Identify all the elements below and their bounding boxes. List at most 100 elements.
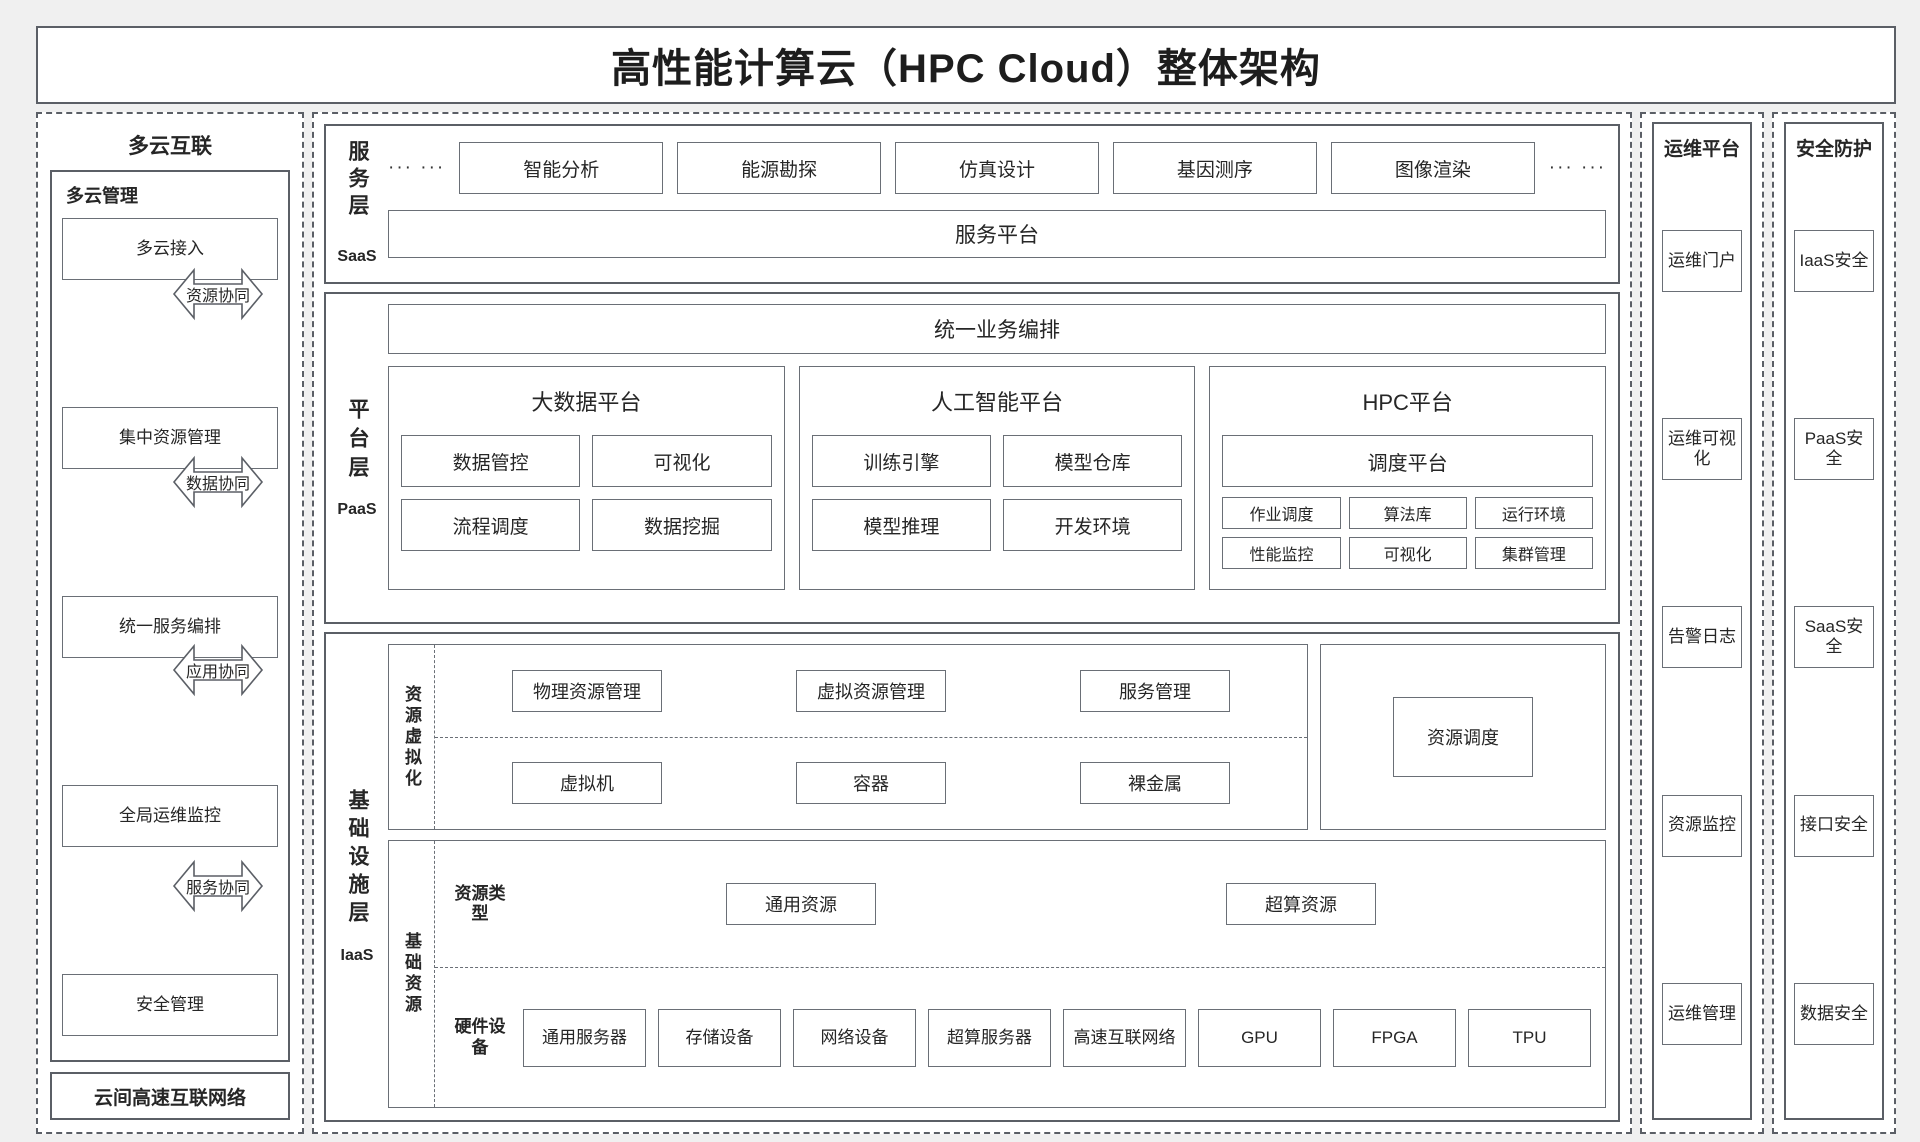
iaas-layer-name: 基础设施层 (346, 789, 369, 929)
arrow-service-collaboration-label: 服务协同 (185, 880, 250, 897)
resource-type-supercomputing[interactable]: 超算资源 (1226, 883, 1376, 926)
saas-layer-label: 服务层 SaaS (326, 126, 388, 282)
saas-app-gene-sequencing[interactable]: 基因测序 (1112, 142, 1317, 194)
bigdata-platform-name: 大数据平台 (531, 390, 642, 415)
saas-abbr: SaaS (337, 248, 377, 265)
core-stack-panel: 服务层 SaaS ··· ··· 智能分析 能源勘探 仿真设计 基因测序 图像渲… (312, 112, 1632, 1134)
virt-bare-metal[interactable]: 裸金属 (1080, 762, 1230, 805)
hw-supercomputing-server[interactable]: 超算服务器 (928, 1008, 1051, 1067)
main-region: 多云互联 多云管理 多云接入 集中资源管理 统一服务编排 全局运维监控 安全管理… (36, 112, 1896, 1134)
hpc-cell-job-scheduling[interactable]: 作业调度 (1222, 497, 1341, 529)
hpc-scheduler-bar[interactable]: 调度平台 (1222, 435, 1594, 487)
bigdata-cell-process-scheduling[interactable]: 流程调度 (401, 499, 581, 551)
page-title-text: 高性能计算云（HPC Cloud）整体架构 (611, 47, 1321, 91)
hw-general-server[interactable]: 通用服务器 (523, 1008, 646, 1067)
resource-virtualization-box: 资源虚拟化 物理资源管理 虚拟资源管理 服务管理 虚拟机 (388, 644, 1308, 830)
page-title: 高性能计算云（HPC Cloud）整体架构 (36, 26, 1896, 104)
virt-virtual-machine[interactable]: 虚拟机 (512, 762, 662, 805)
multicloud-item-security[interactable]: 安全管理 (62, 974, 278, 1036)
paas-body: 统一业务编排 大数据平台 数据管控 可视化 流程调度 数据挖掘 (388, 294, 1618, 622)
ai-cell-dev-environment[interactable]: 开发环境 (1003, 499, 1183, 551)
bigdata-cells: 数据管控 可视化 流程调度 数据挖掘 (401, 435, 772, 551)
virtualization-runtime-row: 虚拟机 容器 裸金属 (435, 738, 1307, 830)
security-item-data[interactable]: 数据安全 (1794, 982, 1874, 1045)
resource-scheduling-box[interactable]: 资源调度 (1393, 697, 1533, 777)
security-item-interface[interactable]: 接口安全 (1794, 794, 1874, 857)
resource-type-general[interactable]: 通用资源 (726, 883, 876, 926)
hw-gpu[interactable]: GPU (1198, 1008, 1321, 1067)
hw-tpu[interactable]: TPU (1468, 1008, 1591, 1067)
hw-high-speed-network[interactable]: 高速互联网络 (1063, 1008, 1186, 1067)
ai-cell-model-inference[interactable]: 模型推理 (811, 499, 992, 551)
security-item-paas[interactable]: PaaS安全 (1794, 418, 1874, 481)
ops-item-alarm-log[interactable]: 告警日志 (1662, 606, 1742, 669)
arrow-resource-collaboration-label: 资源协同 (185, 288, 250, 305)
multicloud-item-list: 多云接入 集中资源管理 统一服务编排 全局运维监控 安全管理 (62, 218, 278, 1050)
hpc-cell-runtime-environment[interactable]: 运行环境 (1474, 497, 1594, 529)
service-platform-bar[interactable]: 服务平台 (388, 210, 1606, 258)
hpc-cell-cluster-management[interactable]: 集群管理 (1474, 537, 1594, 569)
arrow-data-collaboration-label: 数据协同 (185, 476, 250, 493)
multicloud-item-global-ops[interactable]: 全局运维监控 (62, 785, 278, 847)
security-item-list: IaaS安全 PaaS安全 SaaS安全 接口安全 数据安全 (1794, 167, 1874, 1108)
arrow-data-collaboration: 数据协同 (172, 448, 264, 516)
hardware-row: 硬件设备 通用服务器 存储设备 网络设备 超算服务器 高速互联网络 GPU FP… (435, 968, 1605, 1107)
virt-container[interactable]: 容器 (796, 762, 946, 805)
iaas-layer-label: 基础设施层 IaaS (326, 634, 388, 1120)
arrow-service-collaboration: 服务协同 (172, 852, 264, 920)
ops-item-resource-monitoring[interactable]: 资源监控 (1662, 794, 1742, 857)
base-resource-box: 基础资源 资源类型 通用资源 超算资源 硬件设备 (388, 840, 1606, 1108)
double-arrow-icon (172, 455, 264, 509)
paas-layer-name: 平台层 (346, 397, 369, 485)
ops-item-portal[interactable]: 运维门户 (1662, 230, 1742, 293)
security-panel: 安全防护 IaaS安全 PaaS安全 SaaS安全 接口安全 数据安全 (1772, 112, 1896, 1134)
saas-body: ··· ··· 智能分析 能源勘探 仿真设计 基因测序 图像渲染 ··· ···… (388, 126, 1618, 282)
ai-platform: 人工智能平台 训练引擎 模型仓库 模型推理 开发环境 (798, 366, 1196, 590)
base-resource-side-label-text: 基础资源 (402, 932, 421, 1016)
ops-platform-header: 运维平台 (1663, 139, 1740, 160)
saas-app-row: ··· ··· 智能分析 能源勘探 仿真设计 基因测序 图像渲染 ··· ··· (388, 136, 1606, 194)
hpc-platform-name: HPC平台 (1362, 390, 1453, 415)
virtualization-row: 资源虚拟化 物理资源管理 虚拟资源管理 服务管理 虚拟机 (388, 644, 1606, 830)
bigdata-platform: 大数据平台 数据管控 可视化 流程调度 数据挖掘 (388, 366, 785, 590)
hpc-cell-algorithm-library[interactable]: 算法库 (1348, 497, 1467, 529)
saas-app-intelligent-analysis[interactable]: 智能分析 (459, 142, 664, 194)
multicloud-panel: 多云互联 多云管理 多云接入 集中资源管理 统一服务编排 全局运维监控 安全管理… (36, 112, 304, 1134)
ops-item-visualization[interactable]: 运维可视化 (1662, 418, 1742, 481)
multicloud-management-label: 多云管理 (66, 186, 138, 206)
ops-item-ops-management[interactable]: 运维管理 (1662, 982, 1742, 1045)
security-item-iaas[interactable]: IaaS安全 (1794, 230, 1874, 293)
virtualization-side-label-text: 资源虚拟化 (402, 684, 421, 790)
paas-layer-label: 平台层 PaaS (326, 294, 388, 622)
virtualization-side-label: 资源虚拟化 (389, 645, 435, 829)
base-resource-side-label: 基础资源 (389, 841, 435, 1107)
bigdata-cell-data-governance[interactable]: 数据管控 (401, 435, 581, 487)
virt-service-management[interactable]: 服务管理 (1080, 669, 1230, 712)
virt-virtual-resource-management[interactable]: 虚拟资源管理 (796, 669, 946, 712)
ai-cell-training-engine[interactable]: 训练引擎 (811, 435, 992, 487)
arrow-application-collaboration: 应用协同 (172, 636, 264, 704)
security-item-saas[interactable]: SaaS安全 (1794, 606, 1874, 669)
double-arrow-icon (172, 643, 264, 697)
hw-storage-device[interactable]: 存储设备 (658, 1008, 781, 1067)
hw-network-device[interactable]: 网络设备 (793, 1008, 916, 1067)
bigdata-cell-visualization[interactable]: 可视化 (592, 435, 772, 487)
iaas-layer: 基础设施层 IaaS 资源虚拟化 物理资源管理 虚拟资源管理 (324, 632, 1620, 1122)
saas-left-dots: ··· ··· (388, 157, 446, 178)
inter-cloud-network-bar: 云间高速互联网络 (50, 1072, 290, 1120)
virt-physical-resource-management[interactable]: 物理资源管理 (512, 669, 662, 712)
ai-cell-model-repository[interactable]: 模型仓库 (1003, 435, 1183, 487)
hpc-platform: HPC平台 调度平台 作业调度 算法库 运行环境 性能监控 可视化 集群管理 (1209, 366, 1607, 590)
hw-fpga[interactable]: FPGA (1333, 1008, 1456, 1067)
bigdata-cell-data-mining[interactable]: 数据挖掘 (592, 499, 772, 551)
resource-scheduling-panel: 资源调度 (1320, 644, 1606, 830)
saas-app-simulation-design[interactable]: 仿真设计 (895, 142, 1099, 194)
hpc-cell-performance-monitoring[interactable]: 性能监控 (1222, 537, 1341, 569)
saas-app-energy-exploration[interactable]: 能源勘探 (677, 142, 882, 194)
saas-app-image-rendering[interactable]: 图像渲染 (1330, 142, 1535, 194)
unified-orchestration-bar[interactable]: 统一业务编排 (388, 304, 1606, 354)
saas-right-dots: ··· ··· (1548, 157, 1607, 178)
hpc-cell-visualization[interactable]: 可视化 (1348, 537, 1467, 569)
double-arrow-icon (172, 267, 264, 321)
